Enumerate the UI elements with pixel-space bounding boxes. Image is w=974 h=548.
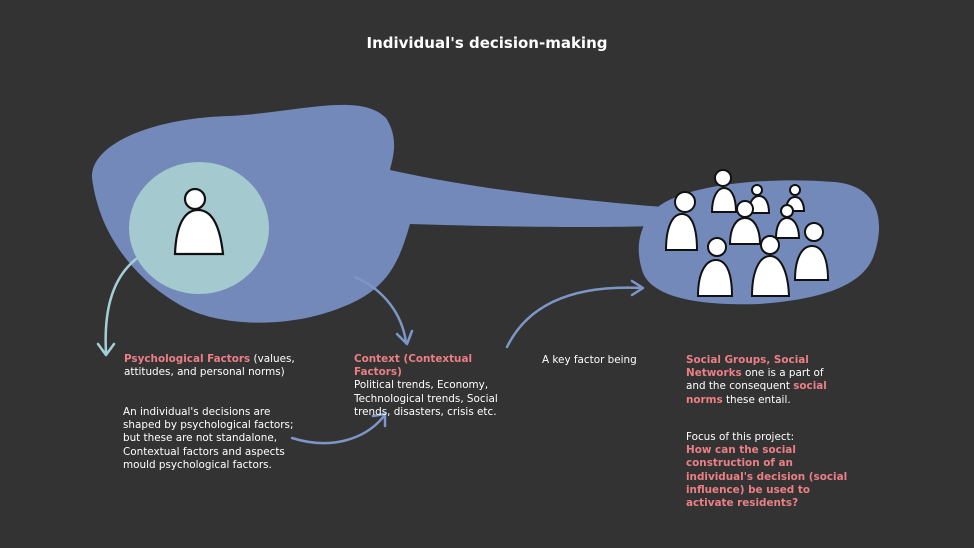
focus-text: Focus of this project: How can the socia… xyxy=(686,431,848,510)
decisions-note: An individual's decisions are shaped by … xyxy=(123,406,294,471)
psych-factors-label: Psychological Factors xyxy=(124,353,251,365)
social-groups-label: Social Groups, Social Networks xyxy=(686,354,809,380)
psych-factors-text: Psychological Factors (values, attitudes… xyxy=(124,353,314,379)
group-person-1 xyxy=(664,191,699,251)
group-people-icon xyxy=(664,169,830,297)
context-body: Political trends, Economy, Technological… xyxy=(354,379,498,418)
key-factor-text: A key factor being xyxy=(542,354,637,366)
group-person-2 xyxy=(710,169,738,213)
group-person-5 xyxy=(728,200,762,245)
social-groups-desc: one is a part of and the consequent xyxy=(686,367,824,393)
group-person-8 xyxy=(750,235,791,297)
focus-label: Focus of this project: xyxy=(686,431,795,443)
arrow-to-social xyxy=(505,279,645,349)
social-norms-desc: these entail. xyxy=(722,393,791,406)
arrow-to-psych xyxy=(96,257,138,357)
group-person-6 xyxy=(774,204,801,239)
psych-factors-desc: (values, attitudes, and personal norms) xyxy=(124,353,295,379)
context-text: Context (Contextual Factors) Political t… xyxy=(354,353,512,419)
group-person-9 xyxy=(793,222,830,281)
context-label: Context (Contextual Factors) xyxy=(354,353,473,379)
diagram-title: Individual's decision-making xyxy=(366,34,608,52)
arrow-note-to-context xyxy=(290,412,387,445)
social-norms-label: social norms xyxy=(686,380,827,406)
group-person-7 xyxy=(696,237,734,297)
arrow-to-context xyxy=(353,275,414,346)
social-groups-text: Social Groups, Social Networks one is a … xyxy=(686,354,834,407)
person-icon xyxy=(173,187,225,256)
focus-question: How can the social construction of an in… xyxy=(686,444,848,510)
